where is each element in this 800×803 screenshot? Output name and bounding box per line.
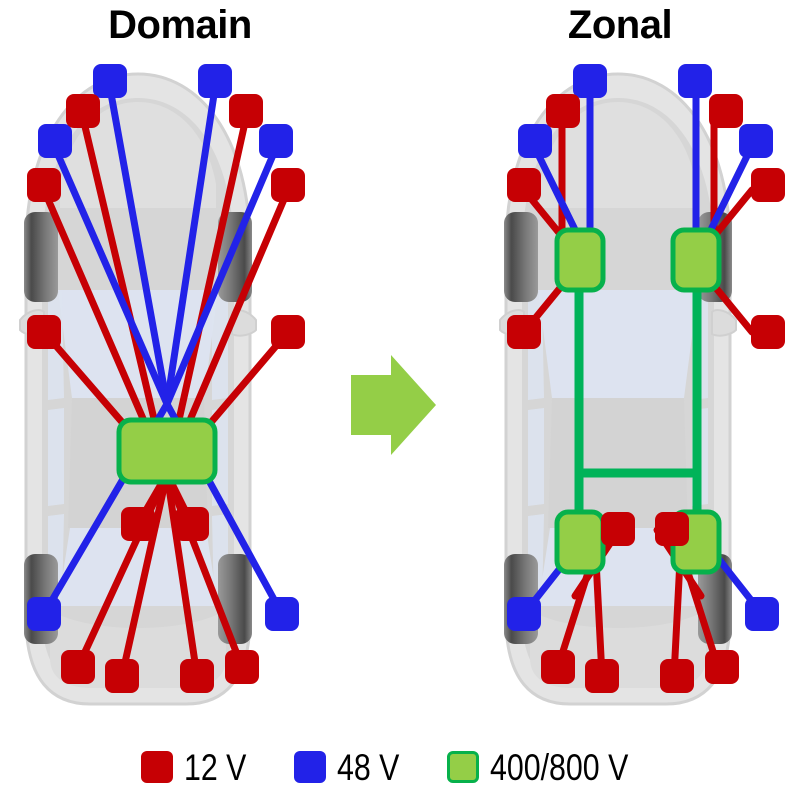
panel-title-zonal: Zonal [567,3,673,47]
legend-entry-400-800v: 400/800 V [447,749,659,786]
backbone-400-800v-zonal [574,285,702,530]
legend-swatch-12v [141,751,174,783]
legend-label-12v: 12 V [184,746,247,788]
panel-zonal [498,64,785,706]
legend-entry-12v: 12 V [141,749,260,786]
right-arrow-icon [351,355,436,455]
nodes-12v-domain[interactable] [27,94,305,693]
node-400-800v-domain-controller[interactable] [116,417,218,485]
legend-swatch-48v [294,751,327,783]
legend: 12 V 48 V 400/800 V [0,737,800,797]
nodes-12v-zonal[interactable] [507,94,785,693]
legend-entry-48v: 48 V [294,749,413,786]
nodes-48v-zonal[interactable] [507,64,779,631]
legend-swatch-400-800v [447,751,480,783]
nodes-400-800v-zonal[interactable] [554,227,722,575]
panel-domain [18,64,305,706]
nodes-48v-domain[interactable] [27,64,299,631]
legend-label-48v: 48 V [337,746,400,788]
panel-title-domain: Domain [108,3,252,47]
legend-label-400-800v: 400/800 V [490,746,629,788]
